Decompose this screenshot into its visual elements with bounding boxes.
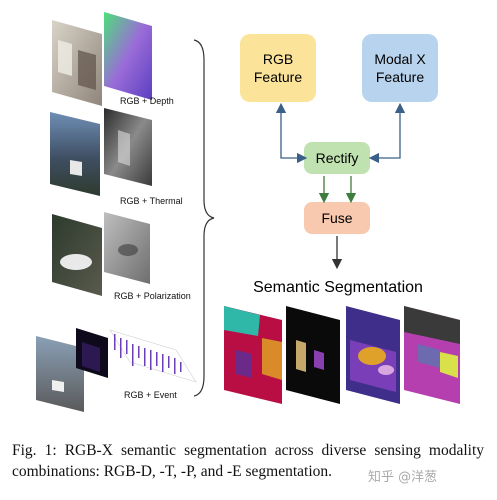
- rgb-image-road: [36, 336, 84, 412]
- modality-label: RGB + Polarization: [114, 291, 191, 301]
- modality-pair-polarization: RGB + Polarization: [52, 212, 191, 301]
- arrow-rgb-rectify: [275, 102, 308, 164]
- modal-x-feature-label-line2: Feature: [376, 69, 424, 85]
- modality-label: RGB + Thermal: [120, 196, 183, 206]
- fuse-box: [304, 202, 370, 234]
- segmentation-output-depth: [224, 306, 282, 404]
- modality-label: RGB + Event: [124, 390, 177, 400]
- modal-x-feature-label-line1: Modal X: [374, 51, 426, 67]
- depth-map-image: [104, 12, 152, 100]
- segmentation-output-polarization: [346, 306, 400, 404]
- figure-caption: Fig. 1: RGB-X semantic segmentation acro…: [12, 442, 484, 480]
- rgb-image-street: [50, 112, 100, 196]
- modality-pair-depth: RGB + Depth: [52, 12, 174, 106]
- output-title: Semantic Segmentation: [253, 279, 423, 296]
- rgb-feature-label-line2: Feature: [254, 69, 302, 85]
- modality-label: RGB + Depth: [120, 96, 174, 106]
- rectify-label: Rectify: [316, 150, 359, 166]
- segmentation-output-event: [404, 306, 460, 404]
- figure-diagram: RGB + Depth RGB + Thermal RGB + Polariza…: [36, 12, 460, 412]
- rgb-feature-label-line1: RGB: [263, 51, 293, 67]
- fuse-label: Fuse: [321, 210, 352, 226]
- modal-x-feature-box: [362, 34, 438, 102]
- watermark: 知乎 @洋葱: [368, 470, 438, 485]
- modality-pair-event: RGB + Event: [36, 328, 197, 412]
- arrow-modal-rectify: [368, 102, 406, 164]
- event-volume-image: [109, 329, 197, 383]
- segmentation-output-thermal: [286, 306, 340, 404]
- grouping-brace: [193, 39, 215, 397]
- modality-pair-thermal: RGB + Thermal: [50, 108, 183, 206]
- rectify-box: [304, 142, 370, 174]
- rgb-feature-box: [240, 34, 316, 102]
